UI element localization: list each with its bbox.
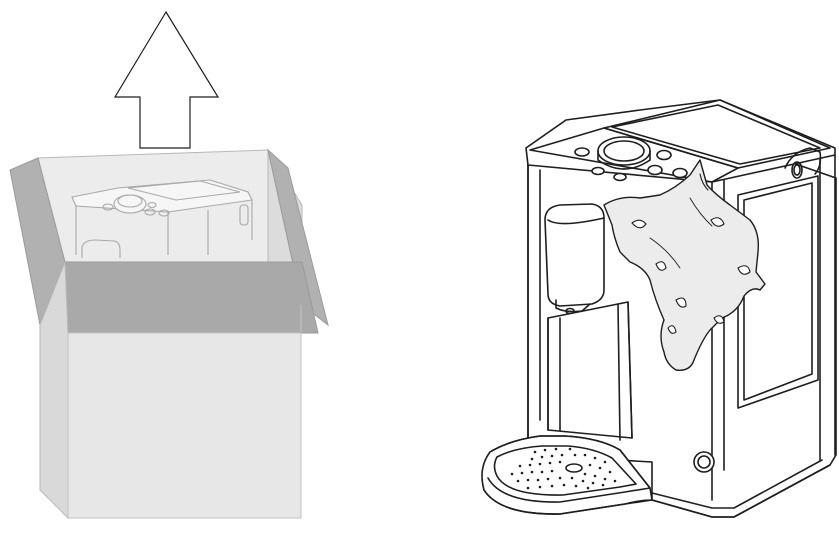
drip-tray-icon xyxy=(481,435,653,515)
button-6-icon xyxy=(613,172,627,182)
button-2-icon xyxy=(656,149,672,161)
open-box-icon xyxy=(9,148,329,520)
button-1-icon xyxy=(574,147,590,157)
box-front-face xyxy=(67,332,302,519)
damp-cloth-icon xyxy=(603,159,766,371)
power-button-icon xyxy=(693,451,715,473)
machine-in-box-icon xyxy=(71,179,253,258)
control-knob-icon xyxy=(597,136,651,170)
dispenser-head xyxy=(544,203,605,315)
up-arrow-icon xyxy=(113,10,220,149)
unboxing-step xyxy=(9,10,329,520)
cleaning-step xyxy=(481,99,837,518)
button-4-icon xyxy=(672,167,688,179)
drip-holes xyxy=(510,447,617,490)
button-5-icon xyxy=(591,166,605,176)
box-front-flap xyxy=(47,261,319,334)
box-right-flap xyxy=(267,148,329,327)
button-3-icon xyxy=(647,164,663,176)
